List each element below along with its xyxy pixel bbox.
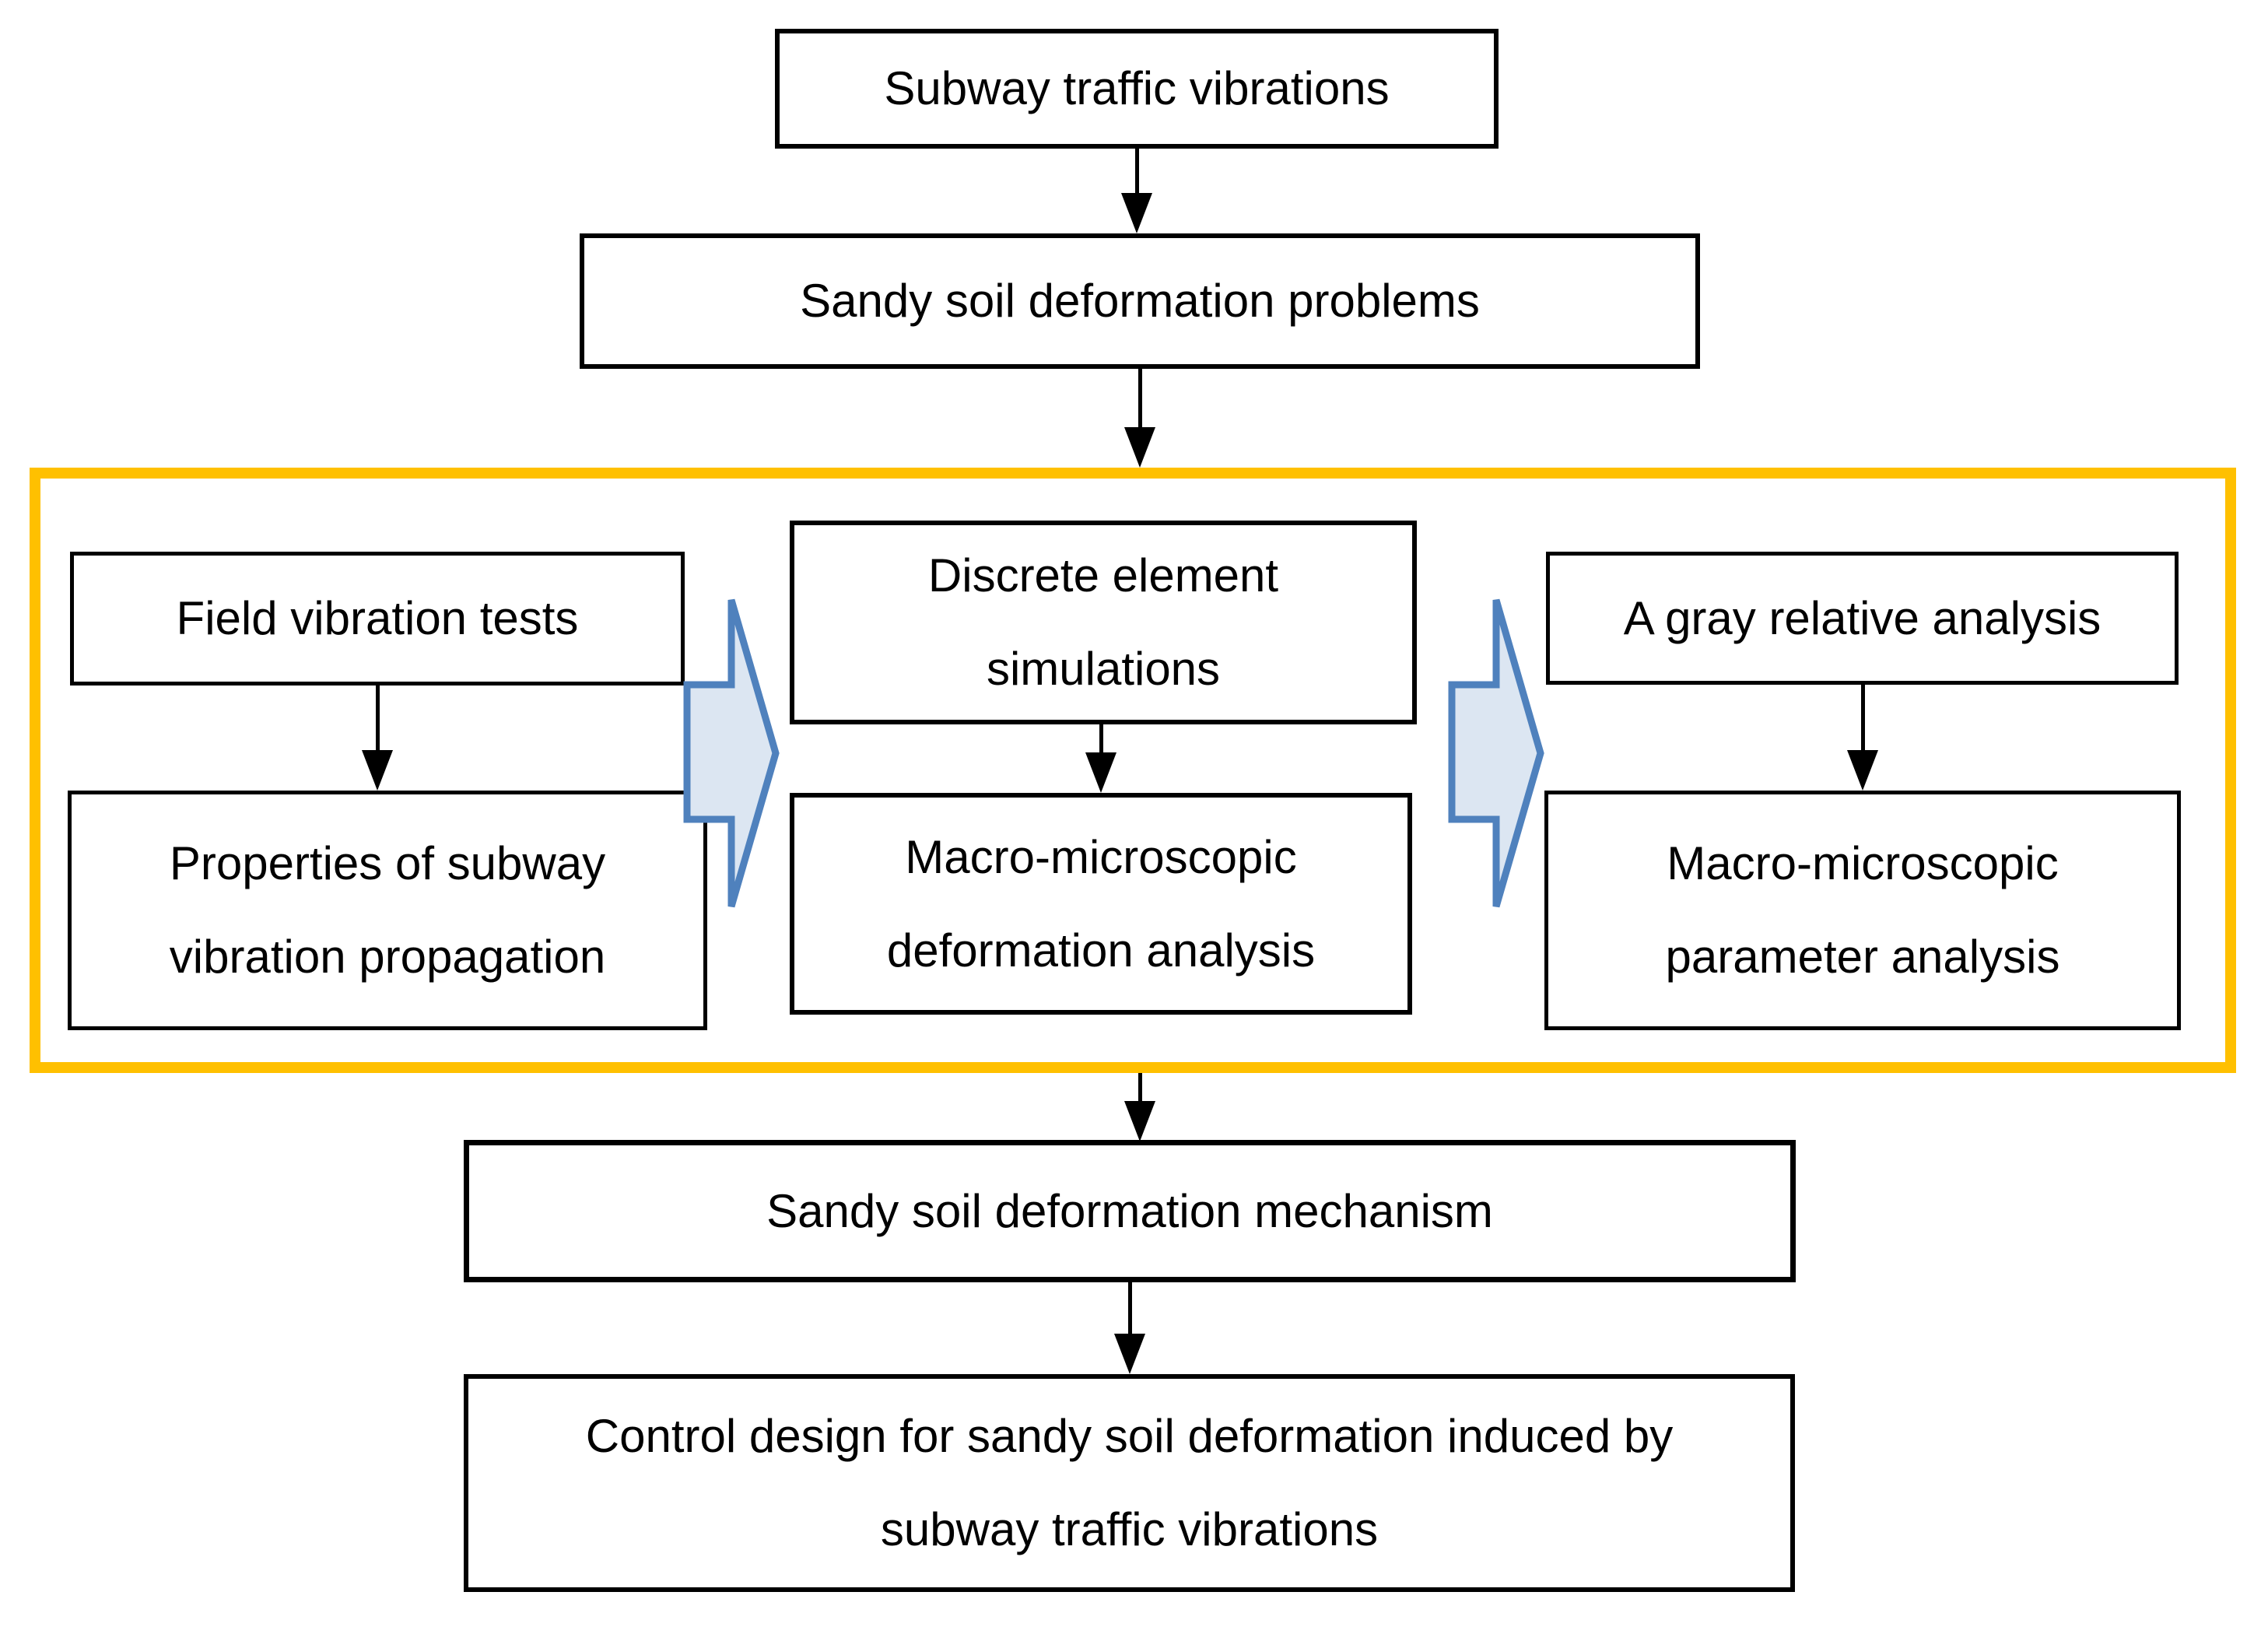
node-discrete-element-simulations: Discrete element simulations [790, 521, 1417, 724]
down-arrow-left-column-icon [362, 686, 393, 791]
node-control-design-for-sandy-soil-deformation: Control design for sandy soil deformatio… [464, 1374, 1795, 1592]
arrow-stem [1860, 685, 1865, 750]
node-field-vibration-tests: Field vibration tests [70, 552, 685, 686]
node-properties-of-subway-vibration-propagation: Properties of subway vibration propagati… [68, 791, 707, 1030]
node-subway-traffic-vibrations: Subway traffic vibrations [775, 29, 1499, 149]
arrow-head [1124, 1101, 1155, 1141]
node-macro-microscopic-parameter-analysis: Macro-microscopic parameter analysis [1544, 791, 2181, 1030]
node-macro-microscopic-deformation-analysis: Macro-microscopic deformation analysis [790, 793, 1412, 1015]
node-sandy-soil-deformation-mechanism: Sandy soil deformation mechanism [464, 1140, 1796, 1282]
arrow-head [1847, 750, 1878, 791]
block-arrow-right-icon [1448, 598, 1544, 908]
arrow-stem [1099, 724, 1103, 752]
arrow-head [1121, 193, 1152, 233]
down-arrow-mechanism-to-control-icon [1114, 1282, 1145, 1374]
down-arrow-top-to-problem-icon [1121, 149, 1152, 233]
arrow-stem [375, 686, 380, 750]
block-arrow-shape [1448, 598, 1544, 908]
block-arrow-right-icon [683, 598, 780, 908]
down-arrow-middle-column-icon [1085, 724, 1116, 793]
down-arrow-group-to-mechanism-icon [1124, 1073, 1155, 1141]
arrow-head [1114, 1334, 1145, 1374]
arrow-head [1085, 752, 1116, 793]
block-arrow-shape [683, 598, 780, 908]
arrow-stem [1134, 149, 1139, 193]
arrow-head [362, 750, 393, 791]
node-a-gray-relative-analysis: A gray relative analysis [1546, 552, 2179, 685]
down-arrow-right-column-icon [1847, 685, 1878, 791]
arrow-head [1124, 427, 1155, 468]
highlight-frame [30, 468, 2236, 1073]
arrow-stem [1127, 1282, 1132, 1334]
arrow-stem [1138, 369, 1142, 427]
down-arrow-problem-to-group-icon [1124, 369, 1155, 468]
arrow-stem [1138, 1073, 1142, 1101]
node-sandy-soil-deformation-problems: Sandy soil deformation problems [580, 233, 1700, 369]
